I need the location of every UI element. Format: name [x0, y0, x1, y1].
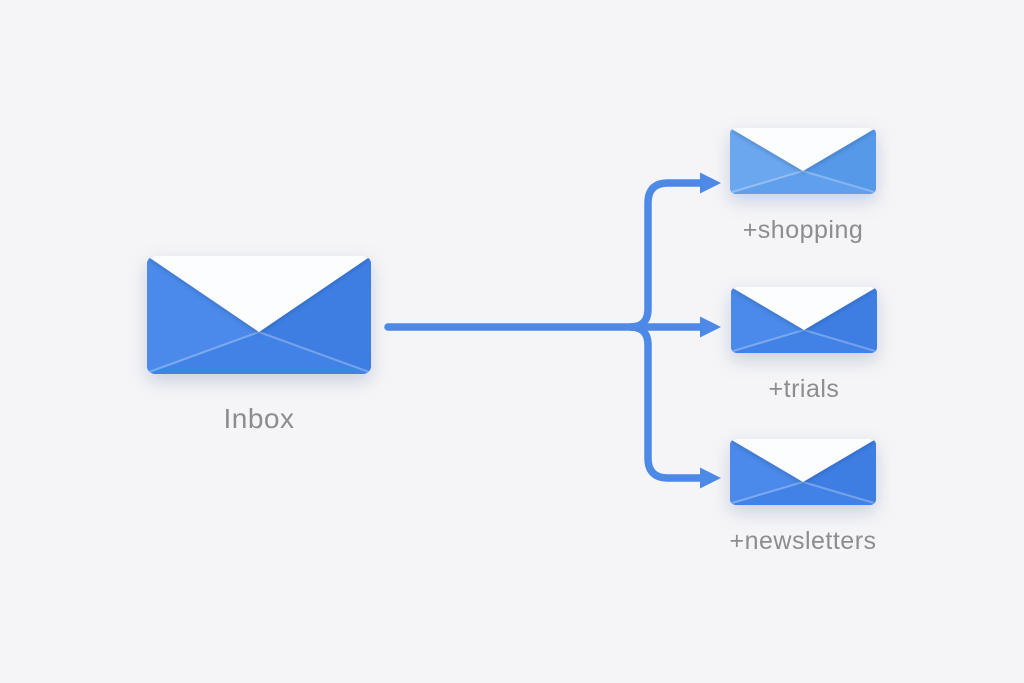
target-envelope-icon: [731, 287, 877, 353]
target-label: +shopping: [742, 216, 864, 244]
arrow-line-top: [629, 179, 701, 331]
envelope-right-flap: [803, 439, 876, 505]
arrowhead-bottom-icon: [700, 467, 721, 489]
inbox-label: Inbox: [223, 403, 295, 434]
target-envelope-icon: [730, 439, 876, 505]
envelope-top-flap: [730, 439, 876, 482]
node-shopping: +shopping: [730, 128, 876, 245]
node-trials: +trials: [731, 287, 877, 404]
envelope-left-flap: [730, 128, 803, 194]
envelope-left-flap: [731, 287, 804, 353]
target-label: +newsletters: [729, 527, 877, 555]
envelope-top-flap: [147, 256, 371, 332]
envelope-left-flap: [147, 256, 259, 374]
envelope-right-flap: [803, 128, 876, 194]
envelope-left-flap: [730, 439, 803, 505]
envelope-shape: [730, 128, 876, 194]
target-envelope-icon: [730, 128, 876, 194]
envelope-top-flap: [730, 128, 876, 171]
envelope-shape: [147, 256, 371, 374]
envelope-right-flap: [259, 256, 371, 374]
envelope-shape: [731, 287, 877, 353]
envelope-shape: [730, 439, 876, 505]
arrowhead-middle-icon: [700, 316, 721, 338]
arrowhead-top-icon: [700, 172, 721, 194]
node-newsletters: +newsletters: [729, 439, 877, 556]
envelope-right-flap: [804, 287, 877, 353]
target-label: +trials: [768, 375, 840, 403]
inbox-envelope-icon: [147, 256, 371, 374]
arrow-line-bottom: [629, 323, 701, 482]
envelope-top-flap: [731, 287, 877, 330]
node-inbox: Inbox: [147, 256, 371, 435]
